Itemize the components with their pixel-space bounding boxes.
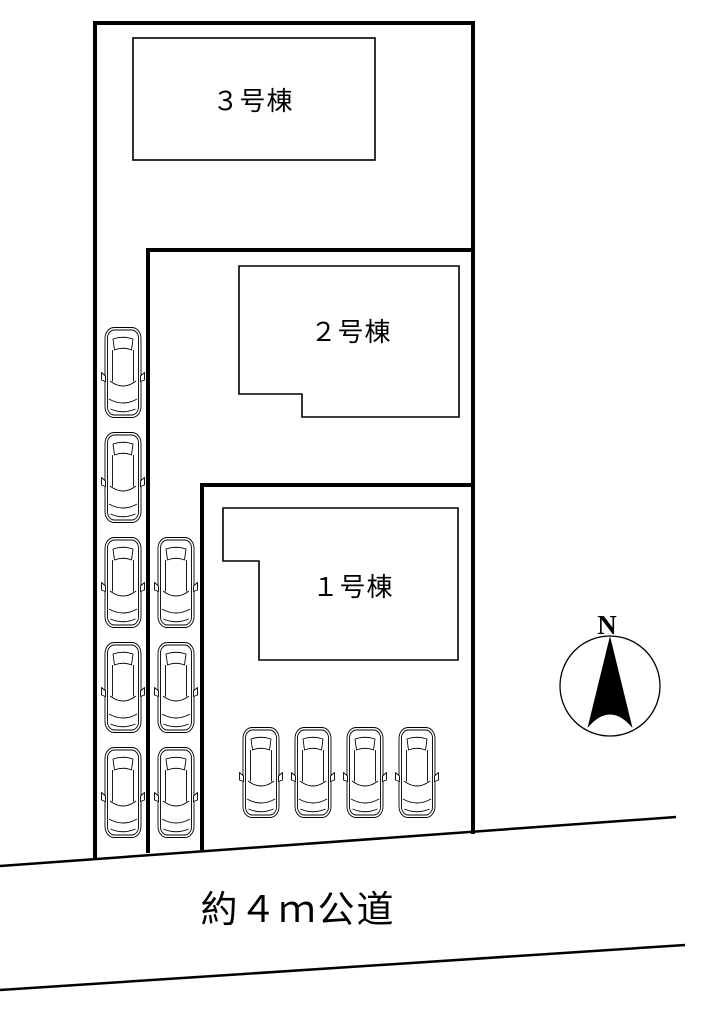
building-2-outline [238, 265, 460, 418]
parking-bottom-row [239, 727, 439, 818]
building-1: １号棟 [222, 507, 459, 661]
north-label: N [597, 610, 617, 640]
road-edge-top-line [0, 815, 677, 868]
building-3: ３号棟 [132, 37, 376, 161]
car-icon [101, 432, 145, 523]
car-icon [154, 642, 198, 733]
north-arrow-icon [587, 636, 633, 728]
car-icon [101, 537, 145, 628]
car-icon [101, 747, 145, 838]
lot1-boundary [200, 483, 473, 850]
car-icon [395, 727, 439, 818]
road-edge-bottom-line [0, 943, 686, 992]
parking-left-column [101, 327, 145, 838]
outer-lot-boundary [93, 21, 475, 858]
car-icon [343, 727, 387, 818]
car-icon [101, 327, 145, 418]
building-1-outline [222, 507, 459, 661]
road-label: 約４ｍ公道 [201, 889, 396, 931]
car-icon [239, 727, 283, 818]
car-icon [291, 727, 335, 818]
building-3-label: ３号棟 [212, 87, 293, 116]
parking-middle-column [154, 537, 198, 838]
building-2-label: ２号棟 [310, 318, 391, 347]
building-2: ２号棟 [238, 265, 460, 418]
car-icon [154, 747, 198, 838]
lot2-boundary [146, 248, 473, 853]
building-3-outline [132, 37, 376, 161]
building-1-label: １号棟 [312, 573, 393, 602]
car-icon [154, 537, 198, 628]
car-icon [101, 642, 145, 733]
north-compass: N [559, 610, 661, 737]
